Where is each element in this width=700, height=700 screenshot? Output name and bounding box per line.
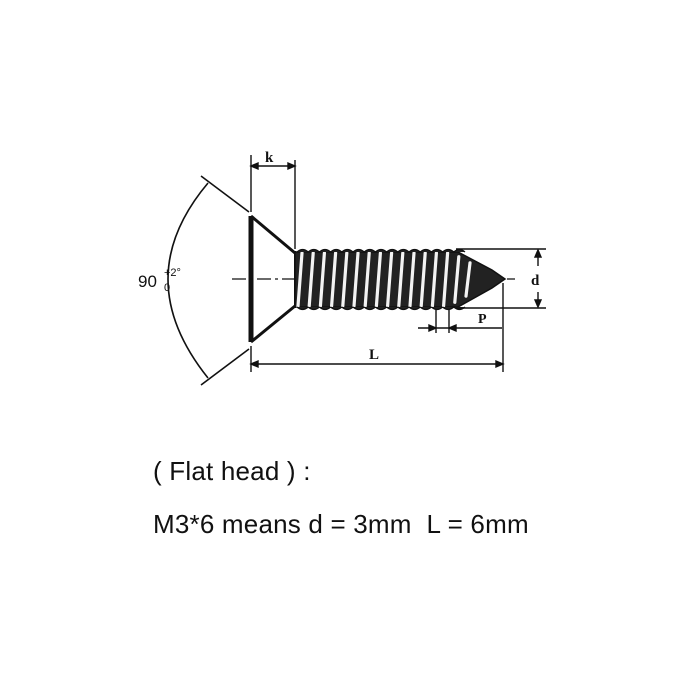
angle-arc	[167, 175, 250, 386]
screw-thread	[294, 248, 507, 311]
dimension-p-label: P	[478, 312, 487, 327]
dimension-d	[456, 248, 546, 309]
angle-label-upper-tolerance: +2°	[164, 267, 181, 279]
dimension-p	[418, 310, 502, 333]
angle-label-lower-tolerance: 0	[164, 282, 170, 294]
caption-spec: M3*6 means d = 3mm L = 6mm	[153, 509, 529, 539]
dimension-k-label: k	[265, 150, 274, 166]
dimension-L-label: L	[369, 347, 379, 363]
dimension-k	[249, 155, 297, 249]
caption-title: ( Flat head ) :	[153, 456, 311, 486]
dimension-L	[249, 283, 505, 372]
angle-label-main: 90	[138, 272, 157, 291]
dimension-d-label: d	[531, 273, 540, 289]
